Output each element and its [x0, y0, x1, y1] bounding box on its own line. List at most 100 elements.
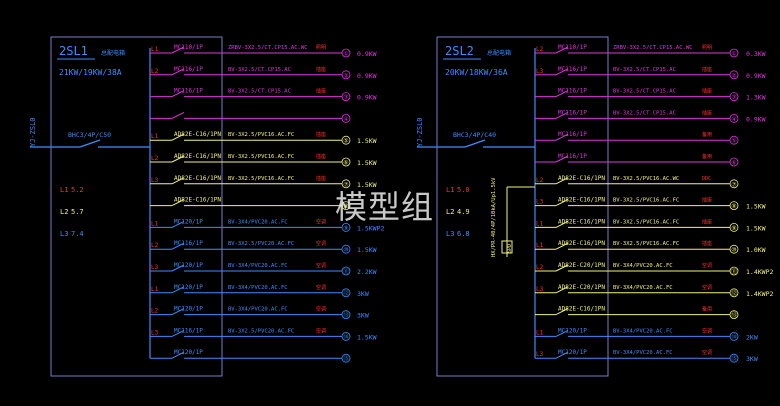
circuit-number-ring — [729, 266, 739, 276]
circuit-cable: BV-3X4/PVC20.AC.FC — [228, 263, 288, 269]
circuit-cable: BV-3X2.5/CT.CP15.AC — [613, 110, 676, 116]
circuit-phase: L1 — [151, 133, 159, 140]
switch-contact — [555, 329, 569, 337]
circuit-number: ⑨ — [343, 225, 348, 232]
switch-contact — [171, 155, 185, 163]
circuit-power: 1.5KW — [357, 159, 377, 167]
circuit-number-ring — [341, 244, 351, 254]
circuit-load: 空调 — [702, 327, 712, 334]
phase-current: 4.9 — [457, 208, 470, 216]
circuit-device: MC120/1P — [558, 327, 587, 334]
circuit-number-ring — [341, 135, 351, 145]
circuit-phase: L3 — [536, 68, 544, 75]
circuit-device: MC116/1P — [558, 66, 587, 73]
spd-label: HX/PR-40/4P/10kA/Up1.5kV — [491, 177, 497, 257]
switch-contact — [171, 46, 185, 54]
panel-subtitle: 总配电箱 — [487, 49, 511, 57]
circuit-number: ⑧ — [343, 203, 348, 210]
circuit-power: 3KW — [357, 290, 369, 298]
circuit-device: AD82E-C16/1PN — [558, 218, 605, 225]
circuit-load: 空调 — [316, 284, 326, 291]
circuit-number: ② — [343, 72, 348, 79]
circuit-number: ⑪ — [343, 268, 349, 276]
circuit-load: 空调 — [316, 218, 326, 225]
circuit-number-ring — [729, 92, 739, 101]
circuit-cable: BV-3X4/PVC20.AC.FC — [613, 263, 673, 269]
circuit-device: MC116/1P — [174, 327, 203, 334]
circuit-phase: L1 — [151, 220, 159, 227]
circuit-power: 1.0KW — [746, 246, 766, 254]
circuit-load: 空调 — [702, 262, 712, 269]
circuit-cable: BV-3X2.5/CT.CP15.AC — [613, 67, 676, 73]
switch-contact — [555, 351, 569, 359]
switch-contact — [555, 264, 569, 272]
circuit-number-ring — [341, 179, 351, 189]
circuit-number: ④ — [731, 116, 736, 123]
phase-current: 6.8 — [457, 230, 470, 238]
circuit-number: ⑭ — [343, 333, 349, 341]
switch-contact — [171, 177, 185, 185]
switch-contact — [171, 308, 185, 316]
circuit-load: 插座 — [316, 131, 326, 138]
circuit-phase: L1 — [536, 242, 544, 249]
circuit-number: ⑬ — [343, 311, 349, 319]
circuit-number: ⑤ — [731, 138, 736, 145]
circuit-phase: L3 — [536, 199, 544, 206]
switch-contact — [555, 46, 569, 54]
circuit-cable: BV-3X2.5/PVC16.AC.FC — [228, 176, 294, 182]
circuit-number-ring — [729, 310, 739, 320]
circuit-number-ring — [341, 48, 351, 58]
circuit-power: 0.3KW — [746, 50, 766, 58]
switch-contact — [171, 286, 185, 294]
phase-label: L1 — [446, 186, 454, 194]
circuit-number: ⑨ — [731, 225, 736, 232]
circuit-device: MC120/1P — [174, 218, 203, 225]
circuit-device: MC120/1P — [174, 284, 203, 291]
circuit-load: 插座 — [702, 240, 712, 247]
circuit-number-ring — [729, 288, 739, 298]
switch-contact — [555, 199, 569, 207]
circuit-device: AD82E-C16/1PN — [174, 175, 221, 182]
circuit-load: 空调 — [316, 240, 326, 247]
circuit-load: 空调 — [316, 306, 326, 313]
switch-contact — [171, 220, 185, 228]
main-breaker-label: BHC3/4P/C40 — [453, 131, 496, 139]
circuit-phase: L1 — [536, 329, 544, 336]
circuit-cable: ZRBV-3X2.5/CT.CP15.AC.WC — [613, 45, 692, 51]
circuit-number-ring — [341, 201, 351, 211]
circuit-number: ⑦ — [731, 181, 736, 188]
circuit-load: 插座 — [316, 88, 326, 95]
phase-current: 5.0 — [457, 186, 470, 194]
switch-contact — [555, 68, 569, 76]
circuit-number: ⑮ — [731, 355, 737, 363]
switch-contact — [171, 329, 185, 337]
circuit-phase: L2 — [151, 155, 159, 162]
spd-tag: SPD — [507, 244, 513, 253]
circuit-number-ring — [729, 201, 739, 211]
circuit-device: MC116/1P — [558, 88, 587, 95]
circuit-power: 2KW — [746, 333, 758, 341]
phase-current: 5.7 — [71, 208, 84, 216]
circuit-number: ⑭ — [731, 333, 737, 341]
switch-contact — [171, 68, 185, 76]
circuit-cable: BV-3X2.5/PVC20.AC.FC — [228, 241, 294, 247]
switch-contact — [555, 242, 569, 250]
main-breaker-contact — [79, 139, 101, 148]
circuit-power: 1.5KW — [357, 246, 377, 254]
main-breaker-label: BHC3/4P/C50 — [68, 131, 111, 139]
circuit-number: ⑩ — [343, 247, 348, 254]
circuit-number-ring — [341, 266, 351, 276]
circuit-power: 1.5KW — [746, 203, 766, 211]
circuit-cable: BV-3X2.5/PVC16.AC.FC — [613, 219, 679, 225]
circuit-load: 插座 — [316, 66, 326, 73]
circuit-device: AD82E-C16/1PN — [174, 153, 221, 160]
